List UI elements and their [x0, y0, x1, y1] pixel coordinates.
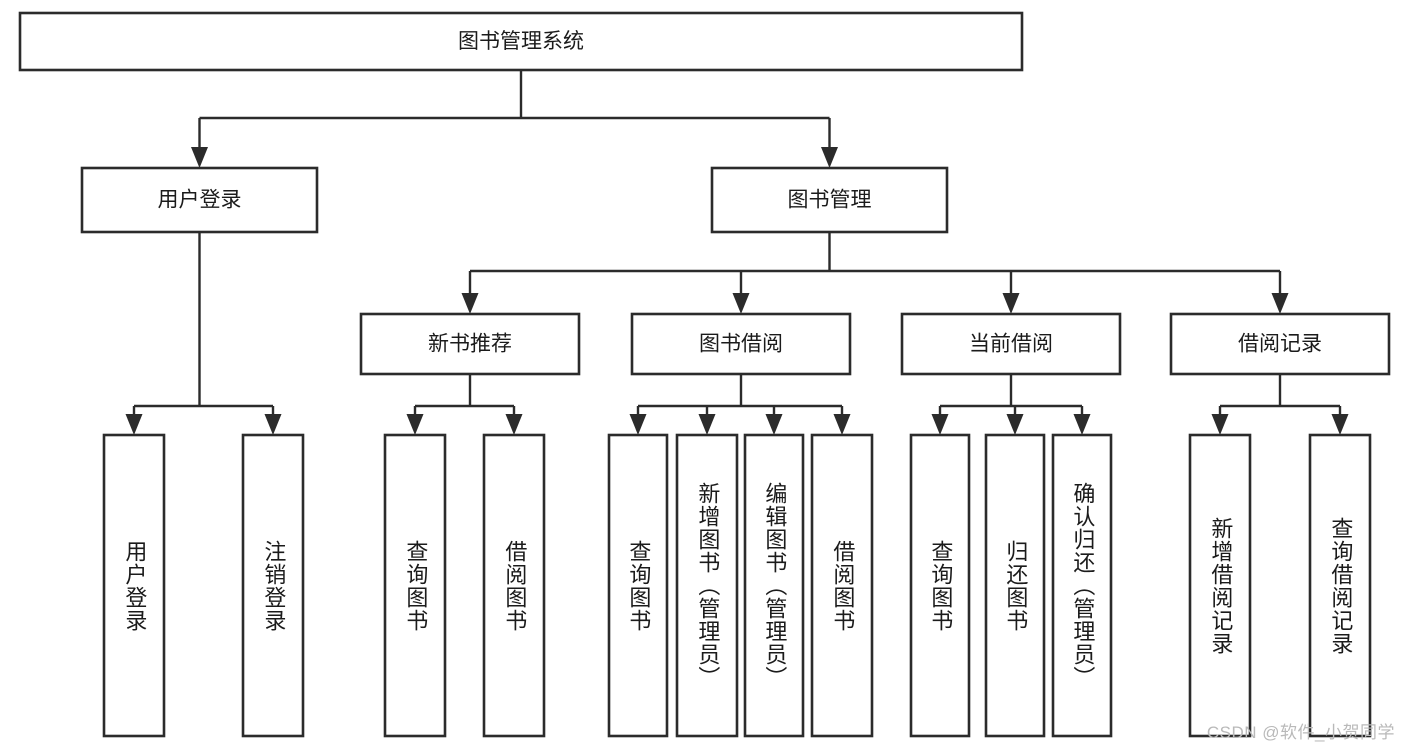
node-box-leaf-query-book-2[interactable] — [607, 433, 669, 738]
node-box-user-login[interactable] — [80, 166, 319, 234]
arrow-head-icon-leaf-user-login — [125, 414, 143, 435]
node-leaf-query-book-2[interactable] — [607, 433, 669, 738]
arrow-head-icon-leaf-edit-book-admin — [765, 414, 783, 435]
csdn-watermark: CSDN @软件_小贺同学 — [1206, 723, 1395, 742]
node-box-leaf-borrow-book-1[interactable] — [482, 433, 546, 738]
node-label-new-book-recommend: 新书推荐 — [428, 333, 512, 356]
node-leaf-return-book[interactable] — [984, 433, 1046, 738]
node-box-leaf-add-book-admin[interactable] — [675, 433, 739, 738]
node-leaf-confirm-return-admin[interactable] — [1051, 433, 1113, 738]
node-box-leaf-add-borrow-record[interactable] — [1188, 433, 1252, 738]
node-label-borrow-record: 借阅记录 — [1238, 333, 1322, 356]
node-book-borrow[interactable] — [630, 312, 852, 376]
node-box-leaf-query-book-1[interactable] — [383, 433, 447, 738]
node-box-leaf-borrow-book-2[interactable] — [810, 433, 874, 738]
node-leaf-borrow-book-2[interactable] — [810, 433, 874, 738]
arrow-head-icon-leaf-borrow-book-2 — [833, 414, 851, 435]
node-label-root: 图书管理系统 — [458, 30, 584, 53]
node-box-book-borrow[interactable] — [630, 312, 852, 376]
arrow-head-icon-new-book-recommend — [461, 293, 479, 314]
arrow-head-icon-leaf-add-book-admin — [698, 414, 716, 435]
node-box-leaf-logout-login[interactable] — [241, 433, 305, 738]
node-box-root[interactable] — [18, 11, 1024, 72]
node-box-book-management[interactable] — [710, 166, 949, 234]
node-new-book-recommend[interactable] — [359, 312, 581, 376]
arrow-head-icon-current-borrow — [1002, 293, 1020, 314]
node-leaf-query-book-1[interactable] — [383, 433, 447, 738]
node-borrow-record[interactable] — [1169, 312, 1391, 376]
arrow-head-icon-book-management — [821, 147, 838, 168]
arrow-head-icon-leaf-logout-login — [264, 414, 282, 435]
arrow-head-icon-leaf-confirm-return-admin — [1073, 414, 1091, 435]
node-label-current-borrow: 当前借阅 — [969, 333, 1053, 356]
arrow-head-icon-borrow-record — [1271, 293, 1289, 314]
arrow-head-icon-book-borrow — [732, 293, 750, 314]
arrow-head-icon-leaf-query-book-1 — [406, 414, 424, 435]
node-box-leaf-edit-book-admin[interactable] — [743, 433, 805, 738]
arrow-head-icon-leaf-borrow-book-1 — [505, 414, 523, 435]
arrow-head-icon-leaf-query-borrow-record — [1331, 414, 1349, 435]
node-box-new-book-recommend[interactable] — [359, 312, 581, 376]
node-box-borrow-record[interactable] — [1169, 312, 1391, 376]
node-leaf-logout-login[interactable] — [241, 433, 305, 738]
node-leaf-query-book-3[interactable] — [909, 433, 971, 738]
node-leaf-edit-book-admin[interactable] — [743, 433, 805, 738]
node-book-management[interactable] — [710, 166, 949, 234]
node-root[interactable] — [18, 11, 1024, 72]
arrow-head-icon-user-login — [191, 147, 208, 168]
node-box-leaf-query-book-3[interactable] — [909, 433, 971, 738]
arrow-head-icon-leaf-add-borrow-record — [1211, 414, 1229, 435]
node-box-leaf-query-borrow-record[interactable] — [1308, 433, 1372, 738]
node-leaf-user-login[interactable] — [102, 433, 166, 738]
node-label-book-management: 图书管理 — [788, 189, 872, 212]
node-box-leaf-confirm-return-admin[interactable] — [1051, 433, 1113, 738]
node-leaf-borrow-book-1[interactable] — [482, 433, 546, 738]
node-box-leaf-user-login[interactable] — [102, 433, 166, 738]
node-box-current-borrow[interactable] — [900, 312, 1122, 376]
arrow-head-icon-leaf-query-book-3 — [931, 414, 949, 435]
arrow-head-icon-leaf-return-book — [1006, 414, 1024, 435]
connectors-layer — [125, 70, 1349, 435]
node-leaf-add-borrow-record[interactable] — [1188, 433, 1252, 738]
node-current-borrow[interactable] — [900, 312, 1122, 376]
node-user-login[interactable] — [80, 166, 319, 234]
node-label-user-login: 用户登录 — [158, 189, 242, 212]
arrow-head-icon-leaf-query-book-2 — [629, 414, 647, 435]
node-label-book-borrow: 图书借阅 — [699, 333, 783, 356]
node-leaf-query-borrow-record[interactable] — [1308, 433, 1372, 738]
node-box-leaf-return-book[interactable] — [984, 433, 1046, 738]
node-leaf-add-book-admin[interactable] — [675, 433, 739, 738]
